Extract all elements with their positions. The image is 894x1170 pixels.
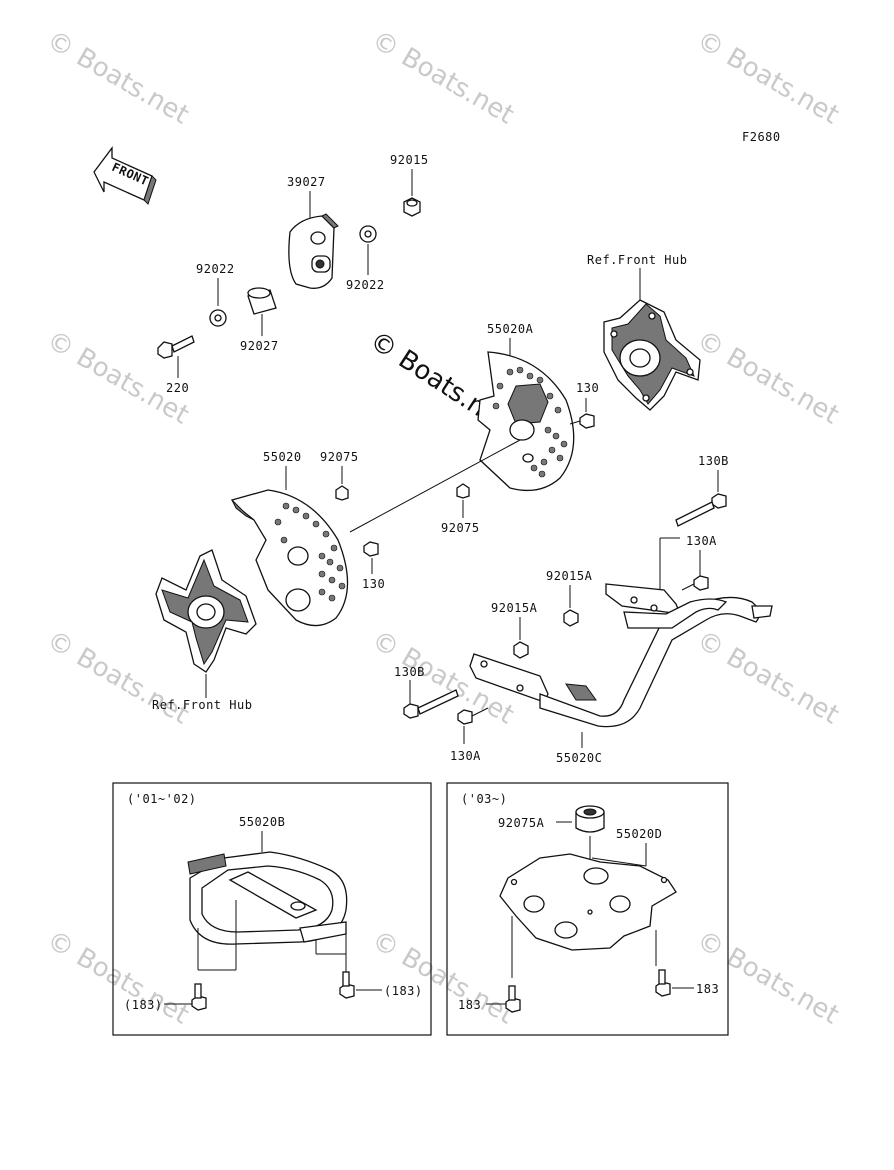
watermark: © Boats.net bbox=[692, 25, 844, 130]
bolt-130A-bottom-part bbox=[457, 707, 489, 725]
watermark: © Boats.net bbox=[367, 25, 519, 130]
guard-55020B-part bbox=[187, 851, 348, 945]
label-130-lower: 130 bbox=[362, 577, 385, 591]
washer-92022-right bbox=[359, 225, 377, 243]
label-92022-right: 92022 bbox=[346, 278, 385, 292]
label-55020B: 55020B bbox=[239, 815, 285, 829]
nut-92015A-lower-part bbox=[513, 641, 529, 659]
label-92015A-upper: 92015A bbox=[546, 569, 593, 583]
figure-code: F2680 bbox=[742, 130, 781, 144]
nut-92015A-upper-part bbox=[563, 609, 579, 627]
disc-guard-55020A-part bbox=[477, 351, 575, 492]
inset-left-bolt-left-label: (183) bbox=[124, 998, 163, 1012]
axle-line bbox=[349, 439, 521, 533]
nut-92015-part bbox=[403, 197, 421, 217]
inset-right-bolt-left-label: 183 bbox=[458, 998, 481, 1012]
inset-left-years: ('01~'02) bbox=[127, 792, 197, 806]
bolt-183-right-part bbox=[339, 971, 355, 999]
label-92015-top: 92015 bbox=[390, 153, 429, 167]
label-130A-right: 130A bbox=[686, 534, 717, 548]
inset-box-01-02: ('01~'02) 55020B (183) (183) bbox=[112, 782, 432, 1036]
label-55020: 55020 bbox=[263, 450, 302, 464]
bolt-130B-left-part bbox=[403, 689, 459, 719]
bolt-183-left-part bbox=[191, 983, 207, 1011]
label-130-upper: 130 bbox=[576, 381, 599, 395]
watermark: © Boats.net bbox=[42, 925, 194, 1030]
watermark: © Boats.net bbox=[367, 925, 519, 1030]
watermark: © Boats.net bbox=[692, 625, 844, 730]
nut-92075-lower-part bbox=[456, 483, 470, 499]
label-92015A-lower: 92015A bbox=[491, 601, 538, 615]
front-hub-left-part bbox=[155, 549, 257, 673]
front-hub-right-part bbox=[603, 299, 701, 411]
front-arrow-icon: FRONT bbox=[93, 146, 157, 205]
bolt-130-lower-part bbox=[363, 541, 379, 557]
label-220: 220 bbox=[166, 381, 189, 395]
label-92075A: 92075A bbox=[498, 816, 545, 830]
bolt-130B-right-part bbox=[675, 493, 727, 527]
washer-92022-left bbox=[209, 309, 227, 327]
inset-box-03: ('03~) 92075A 55020D bbox=[446, 782, 729, 1036]
frame-55020C-part bbox=[469, 583, 773, 728]
label-ref-front-hub-right: Ref.Front Hub bbox=[587, 253, 687, 267]
disc-guard-55020-part bbox=[230, 489, 349, 627]
label-130B-right: 130B bbox=[698, 454, 729, 468]
inset-right-years: ('03~) bbox=[461, 792, 507, 806]
bolt-183-right-inset-right-part bbox=[655, 969, 671, 997]
bolt-130-upper-part bbox=[569, 413, 595, 429]
label-92022-left: 92022 bbox=[196, 262, 235, 276]
watermark: © Boats.net bbox=[692, 325, 844, 430]
label-55020A: 55020A bbox=[487, 322, 534, 336]
bolt-220-part bbox=[157, 335, 195, 359]
label-55020D: 55020D bbox=[616, 827, 662, 841]
label-130B-left: 130B bbox=[394, 665, 425, 679]
label-39027: 39027 bbox=[287, 175, 326, 189]
label-55020C: 55020C bbox=[556, 751, 602, 765]
watermark: © Boats.net bbox=[42, 625, 194, 730]
label-ref-front-hub-left: Ref.Front Hub bbox=[152, 698, 252, 712]
bolt-183-left-inset-right-part bbox=[505, 985, 521, 1013]
watermark: © Boats.net bbox=[692, 925, 844, 1030]
collar-92027-part bbox=[247, 287, 277, 315]
bushing-92075A-part bbox=[575, 805, 605, 833]
watermark: © Boats.net bbox=[42, 325, 194, 430]
label-92075-lower: 92075 bbox=[441, 521, 480, 535]
caliper-bracket-part bbox=[288, 213, 339, 289]
bolt-130A-right-part bbox=[681, 575, 709, 591]
label-92075-upper: 92075 bbox=[320, 450, 359, 464]
nut-92075-upper-part bbox=[335, 485, 349, 501]
inset-right-bolt-right-label: 183 bbox=[696, 982, 719, 996]
watermark: © Boats.net bbox=[42, 25, 194, 130]
label-92027: 92027 bbox=[240, 339, 279, 353]
skid-plate-55020D-part bbox=[499, 853, 677, 951]
label-130A-bottom: 130A bbox=[450, 749, 481, 763]
inset-left-bolt-right-label: (183) bbox=[384, 984, 423, 998]
